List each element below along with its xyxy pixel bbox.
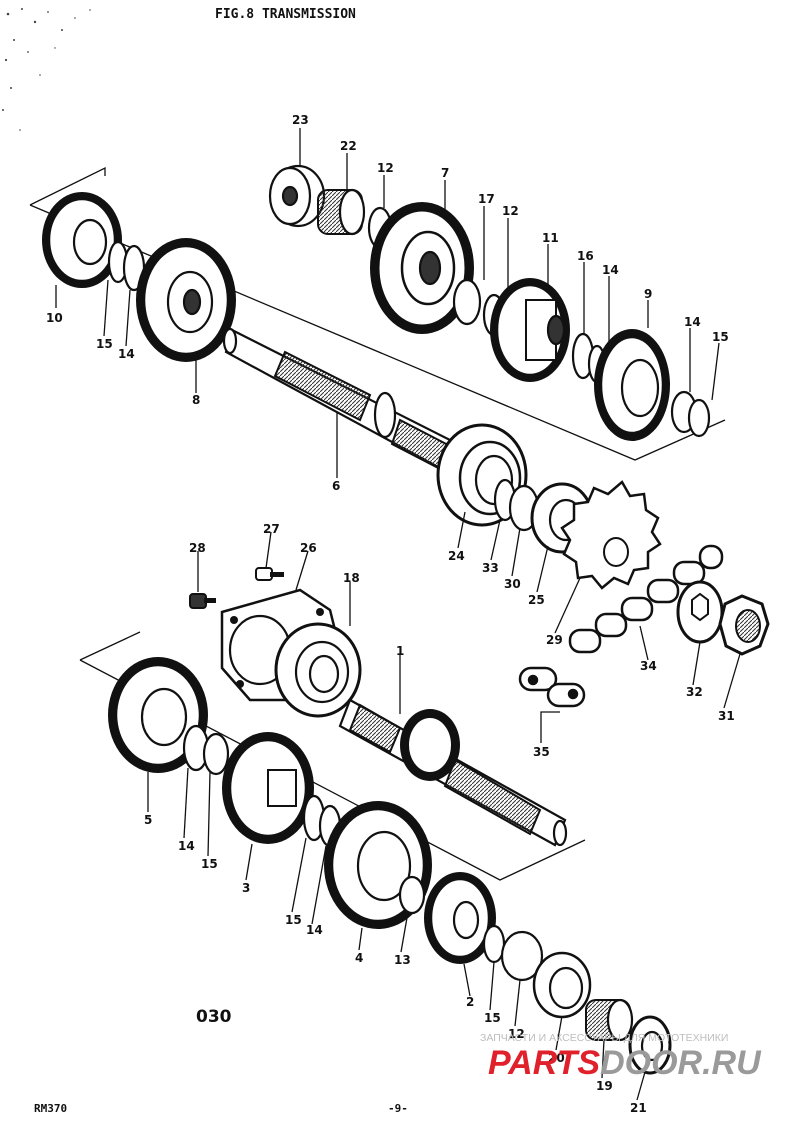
callout-14-e: 14 <box>306 923 323 937</box>
callout-8: 8 <box>192 393 200 407</box>
callout-1: 1 <box>396 644 404 658</box>
part-1-mainshaft <box>338 698 568 847</box>
part-15-circlip <box>687 398 711 438</box>
mainshaft-group <box>79 567 672 1075</box>
callout-25: 25 <box>528 593 545 607</box>
callout-32: 32 <box>686 685 703 699</box>
callout-16: 16 <box>577 249 594 263</box>
figure-title: FIG.8 TRANSMISSION <box>215 7 356 22</box>
part-10-gear <box>42 192 122 288</box>
callout-15-d: 15 <box>285 913 302 927</box>
callout-21: 21 <box>630 1101 647 1115</box>
drive-chain-group <box>518 544 770 708</box>
callout-7: 7 <box>441 166 449 180</box>
callout-33: 33 <box>482 561 499 575</box>
page-code: 030 <box>196 1007 232 1027</box>
callout-15: 15 <box>712 330 729 344</box>
part-3-gear <box>222 732 314 844</box>
callout-11: 11 <box>542 231 559 245</box>
callout-20: 20 <box>548 1051 565 1065</box>
watermark: ЗАПЧАСТИ И АКСЕССУАРЫ ДЛЯ МОТОТЕХНИКИ PA… <box>480 1032 762 1082</box>
callout-12-b: 12 <box>502 204 519 218</box>
callout-28: 28 <box>189 541 206 555</box>
callout-6: 6 <box>332 479 340 493</box>
part-17-bearing <box>452 278 482 326</box>
callout-13: 13 <box>394 953 411 967</box>
watermark-logo-red: PARTS <box>488 1044 600 1082</box>
callout-14-b: 14 <box>684 315 701 329</box>
countershaft-group <box>29 164 726 590</box>
part-27-screw <box>255 567 284 581</box>
callout-3: 3 <box>242 881 250 895</box>
callout-30: 30 <box>504 577 521 591</box>
part-18-bearing <box>274 622 362 718</box>
callout-34: 34 <box>640 659 657 673</box>
callout-10: 10 <box>46 311 63 325</box>
part-12-washer-3 <box>500 930 544 982</box>
callout-22: 22 <box>340 139 357 153</box>
callout-15-e: 15 <box>484 1011 501 1025</box>
part-28-screw <box>189 593 216 609</box>
callout-19: 19 <box>596 1079 613 1093</box>
callout-23: 23 <box>292 113 309 127</box>
callout-26: 26 <box>300 541 317 555</box>
callout-31: 31 <box>718 709 735 723</box>
part-21-washer <box>628 1015 672 1075</box>
part-29-sprocket <box>560 480 662 590</box>
callout-2: 2 <box>466 995 474 1009</box>
callout-24: 24 <box>448 549 465 563</box>
part-23-bushing <box>268 164 326 228</box>
part-8-gear <box>136 238 236 362</box>
part-13-bushing <box>398 875 426 915</box>
callout-15-c: 15 <box>201 857 218 871</box>
watermark-logo-grey: DOOR.RU <box>600 1044 762 1082</box>
part-9-gear <box>594 329 670 441</box>
callout-18: 18 <box>343 571 360 585</box>
leader-lines <box>55 128 741 1101</box>
callout-27: 27 <box>263 522 280 536</box>
part-7-gear <box>370 202 474 334</box>
part-35-master-link <box>518 666 586 708</box>
callout-15-b: 15 <box>96 337 113 351</box>
group-frame-lower <box>79 631 586 881</box>
callout-labels: 23 22 12 7 17 12 11 16 14 9 14 15 10 15 … <box>46 113 735 1115</box>
callout-14-c: 14 <box>118 347 135 361</box>
callout-35: 35 <box>533 745 550 759</box>
callout-14: 14 <box>602 263 619 277</box>
part-32-lock-washer <box>676 580 724 644</box>
part-19-needle-bearing <box>585 998 634 1042</box>
callout-14-d: 14 <box>178 839 195 853</box>
callout-12-c: 12 <box>508 1027 525 1041</box>
part-11-gear <box>490 278 570 382</box>
part-20-bushing <box>532 951 592 1019</box>
part-15-circlip-3 <box>202 732 230 776</box>
watermark-caption: ЗАПЧАСТИ И АКСЕССУАРЫ ДЛЯ МОТОТЕХНИКИ <box>480 1032 728 1044</box>
callout-4: 4 <box>355 951 363 965</box>
callout-29: 29 <box>546 633 563 647</box>
callout-17: 17 <box>478 192 495 206</box>
callout-5: 5 <box>144 813 152 827</box>
watermark-logo: PARTSDOOR.RU <box>488 1044 762 1082</box>
callout-9: 9 <box>644 287 652 301</box>
part-34-drive-chain <box>568 544 724 654</box>
part-31-nut <box>718 594 770 656</box>
part-2-gear <box>424 872 496 964</box>
part-22-needle-bearing <box>317 188 366 236</box>
model-code: RM370 <box>34 1102 67 1115</box>
callout-12: 12 <box>377 161 394 175</box>
page-number: -9- <box>388 1102 408 1115</box>
scan-noise <box>2 8 91 131</box>
part-5-gear <box>108 657 208 773</box>
